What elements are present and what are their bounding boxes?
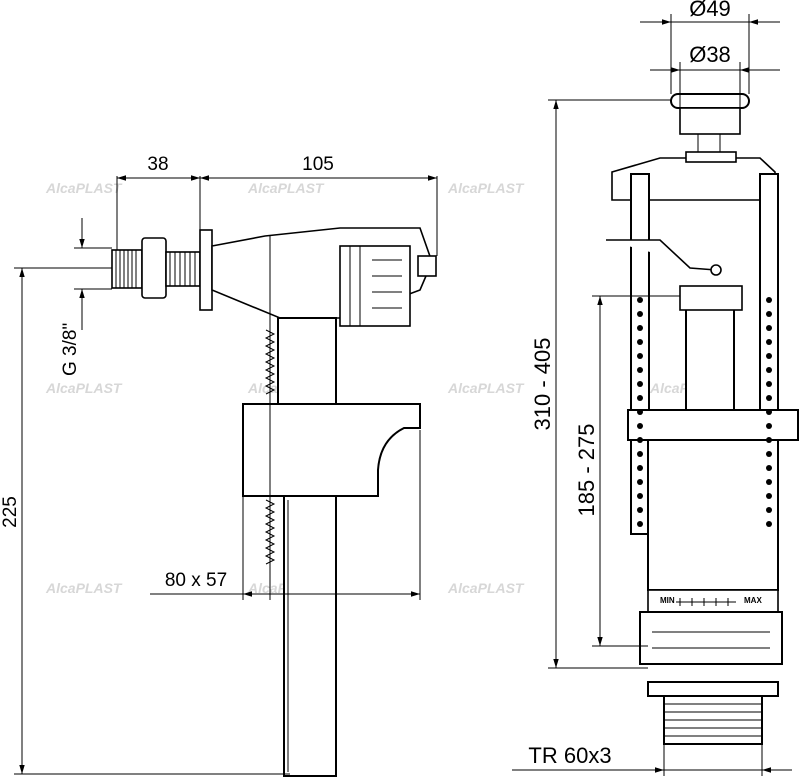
rail-hole <box>766 367 772 373</box>
valve-cap <box>417 255 437 277</box>
watermark: AlcaPLAST <box>447 380 525 396</box>
rail-hole <box>766 311 772 317</box>
inlet-thread-2 <box>165 251 201 287</box>
rail-hole <box>766 521 772 527</box>
rail-hole <box>637 507 643 513</box>
rail-hole <box>637 311 643 317</box>
scale-ticks <box>676 598 736 606</box>
rail-hole <box>637 325 643 331</box>
watermark: AlcaPLAST <box>45 380 123 396</box>
base-detail <box>652 631 770 649</box>
rail-hole <box>637 367 643 373</box>
button-stem <box>679 107 741 135</box>
dim-38-label: 38 <box>147 154 168 175</box>
flange <box>199 229 213 311</box>
upper-tube <box>277 317 337 405</box>
rail-hole <box>637 395 643 401</box>
watermark: AlcaPLAST <box>247 180 325 196</box>
rail-hole <box>766 353 772 359</box>
valve-head <box>339 245 411 327</box>
dia-49-label: Ø49 <box>689 0 731 21</box>
rail-hole <box>766 423 772 429</box>
rail-hole <box>766 451 772 457</box>
flange-ring <box>647 681 779 697</box>
lever <box>606 239 717 271</box>
thread-hatch <box>664 703 762 737</box>
rail-hole <box>766 465 772 471</box>
valve-top <box>611 157 776 201</box>
height-225-label: 225 <box>0 496 21 528</box>
lever-pivot <box>710 264 722 276</box>
head-detail <box>349 246 402 326</box>
body-collar <box>627 409 799 441</box>
dim-105-label: 105 <box>302 154 334 175</box>
rail-hole <box>766 339 772 345</box>
rail-hole <box>637 493 643 499</box>
rail-hole <box>766 395 772 401</box>
thread-hatch <box>169 252 196 286</box>
rail-hole <box>766 507 772 513</box>
float-size-label: 80 x 57 <box>165 570 227 591</box>
rail-hole <box>637 479 643 485</box>
flush-valve-drawing: MIN MAX Ø49 Ø38 310 - 405 185 - 275 <box>512 0 799 776</box>
spring <box>264 329 276 565</box>
top-plate <box>685 151 737 163</box>
rail-hole <box>637 423 643 429</box>
rail-hole <box>766 381 772 387</box>
rail-hole <box>766 493 772 499</box>
watermark: AlcaPLAST <box>45 180 123 196</box>
rail-hole <box>637 465 643 471</box>
watermark: AlcaPLAST <box>447 580 525 596</box>
thread-hatch <box>115 250 137 288</box>
rail-hole <box>766 297 772 303</box>
scale-min-label: MIN <box>660 596 675 605</box>
rail-hole <box>766 479 772 485</box>
watermark: AlcaPLAST <box>45 580 123 596</box>
float <box>242 403 421 497</box>
dia-38-label: Ø38 <box>689 42 731 67</box>
rail-hole <box>766 325 772 331</box>
valve-body <box>647 439 779 591</box>
lower-tube <box>283 495 337 777</box>
rail-hole <box>637 381 643 387</box>
rail-hole <box>637 451 643 457</box>
push-button <box>670 93 750 109</box>
fill-valve-drawing: 38 105 G 3/8" 225 80 x 57 <box>0 154 438 777</box>
rail-hole <box>766 409 772 415</box>
rail-hole <box>637 409 643 415</box>
scale-max-label: MAX <box>744 596 762 605</box>
thread-tr-label: TR 60x3 <box>528 743 611 768</box>
rail-hole <box>637 437 643 443</box>
watermark: AlcaPLAST <box>447 180 525 196</box>
lock-nut <box>141 237 167 299</box>
rail-hole <box>637 521 643 527</box>
rail-hole <box>637 339 643 345</box>
rail-hole <box>766 437 772 443</box>
height-range-label: 310 - 405 <box>530 338 555 431</box>
level-range-label: 185 - 275 <box>574 424 599 517</box>
rail-hole <box>637 297 643 303</box>
rail-hole <box>637 353 643 359</box>
valve-base <box>639 611 783 665</box>
thread-label: G 3/8" <box>60 323 81 376</box>
overflow-cap <box>679 285 743 311</box>
